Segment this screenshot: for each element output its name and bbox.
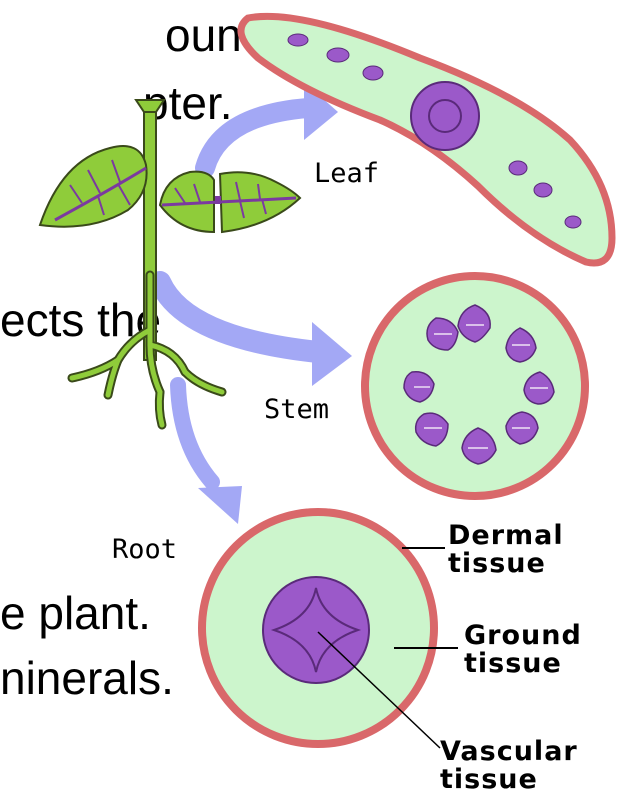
right-leaf xyxy=(160,172,300,232)
plant-illustration xyxy=(40,100,300,425)
label-root: Root xyxy=(112,536,177,563)
label-ground-tissue: Ground tissue xyxy=(464,622,582,679)
leaf-cross-section xyxy=(241,16,612,263)
label-stem: Stem xyxy=(264,396,329,423)
label-ground-line-2: tissue xyxy=(464,650,582,678)
arrow-to-root xyxy=(178,385,242,524)
label-ground-line-1: Ground xyxy=(464,622,582,650)
left-leaf xyxy=(40,146,147,227)
label-dermal-tissue: Dermal tissue xyxy=(448,522,564,579)
label-vascular-tissue: Vascular tissue xyxy=(440,738,578,795)
label-vascular-line-1: Vascular xyxy=(440,738,578,766)
label-leaf: Leaf xyxy=(314,160,379,187)
label-dermal-line-2: tissue xyxy=(448,550,564,578)
roots xyxy=(72,275,222,425)
stem-cross-section xyxy=(365,276,585,496)
label-dermal-line-1: Dermal xyxy=(448,522,564,550)
label-vascular-line-2: tissue xyxy=(440,766,578,794)
